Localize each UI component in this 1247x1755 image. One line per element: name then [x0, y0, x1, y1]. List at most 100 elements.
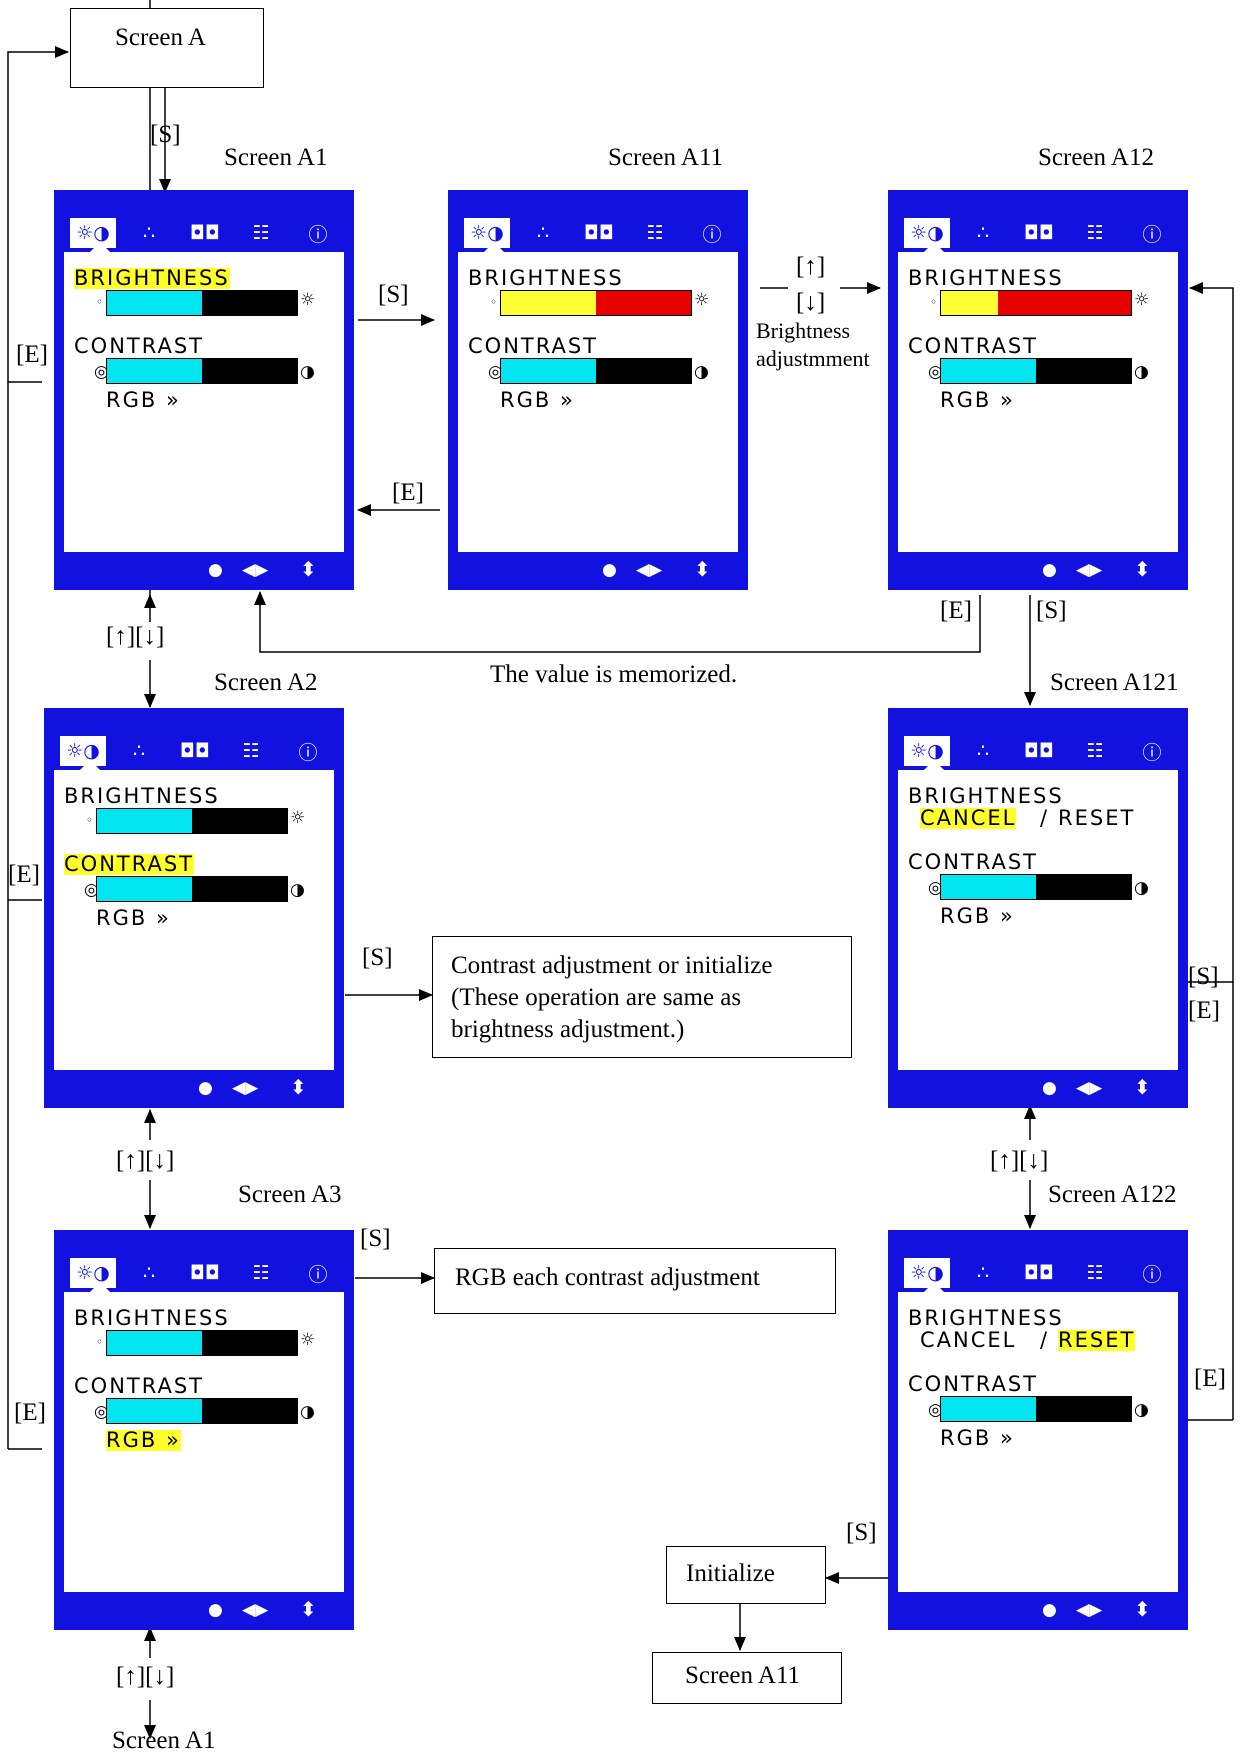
size-position-icon[interactable]: ◘◘	[179, 740, 211, 762]
rgb-submenu-link[interactable]: RGB »	[940, 388, 1015, 412]
contrast-label[interactable]: CONTRAST	[908, 850, 1038, 874]
info-icon[interactable]: ⓘ	[298, 741, 318, 764]
brightness-slider-fill	[941, 291, 998, 315]
selected-tab-notch	[79, 760, 101, 771]
brightness-contrast-icon[interactable]: ☼◑	[904, 736, 950, 766]
contrast-label[interactable]: CONTRAST	[908, 334, 1038, 358]
contrast-label[interactable]: CONTRAST	[74, 334, 204, 358]
size-position-icon[interactable]: ◘◘	[189, 1262, 221, 1284]
info-icon[interactable]: ⓘ	[308, 223, 328, 246]
screen-a121-label: Screen A121	[1050, 669, 1179, 696]
screen-a2-label: Screen A2	[214, 669, 318, 696]
key-s-right: [S]	[1188, 963, 1219, 990]
color-icon[interactable]: ∴	[132, 740, 146, 762]
rgb-submenu-link[interactable]: RGB »	[940, 904, 1015, 928]
footer-select-icon: ●	[208, 1600, 223, 1620]
brightness-label[interactable]: BRIGHTNESS	[908, 266, 1064, 290]
contrast-low-icon: ◎	[928, 362, 943, 382]
info-icon[interactable]: ⓘ	[308, 1263, 328, 1286]
info-icon[interactable]: ⓘ	[702, 223, 722, 246]
contrast-low-icon: ◎	[928, 1400, 943, 1420]
tools-icon[interactable]: ☷	[242, 740, 260, 762]
contrast-slider	[940, 1396, 1132, 1422]
footer-up-down-icon: ⬍	[1134, 1597, 1151, 1621]
contrast-box-line-3: brightness adjustment.)	[451, 1016, 685, 1043]
memorized-label: The value is memorized.	[490, 661, 738, 688]
initialize-box: Initialize	[666, 1546, 826, 1604]
color-icon[interactable]: ∴	[142, 1262, 156, 1284]
contrast-slider-rest	[202, 359, 297, 383]
size-position-icon[interactable]: ◘◘	[1023, 222, 1055, 244]
cancel-option[interactable]: CANCEL	[920, 1328, 1017, 1352]
contrast-slider-rest	[596, 359, 691, 383]
brightness-label[interactable]: BRIGHTNESS	[908, 784, 1064, 808]
key-e-a11-a1: [E]	[392, 479, 424, 506]
color-icon[interactable]: ∴	[976, 1262, 990, 1284]
color-icon[interactable]: ∴	[536, 222, 550, 244]
brightness-high-icon: ☼	[300, 290, 316, 310]
brightness-slider	[940, 290, 1132, 316]
reset-option[interactable]: RESET	[1058, 806, 1136, 830]
brightness-label[interactable]: BRIGHTNESS	[908, 1306, 1064, 1330]
contrast-slider-rest	[1036, 1397, 1131, 1421]
footer-left-right-icon: ◀▶	[232, 1078, 259, 1098]
cancel-option[interactable]: CANCEL	[920, 806, 1017, 830]
key-s-a3-box: [S]	[360, 1225, 391, 1252]
brightness-high-icon: ☼	[694, 290, 710, 310]
contrast-slider	[106, 1398, 298, 1424]
rgb-submenu-link[interactable]: RGB »	[106, 388, 181, 412]
contrast-label[interactable]: CONTRAST	[64, 852, 194, 876]
color-icon[interactable]: ∴	[976, 740, 990, 762]
osd-footer: ●◀▶⬍	[888, 552, 1188, 590]
key-e-left-2: [E]	[8, 861, 40, 888]
tools-icon[interactable]: ☷	[1086, 740, 1104, 762]
brightness-label[interactable]: BRIGHTNESS	[74, 1306, 230, 1330]
brightness-slider	[106, 1330, 298, 1356]
color-icon[interactable]: ∴	[976, 222, 990, 244]
rgb-submenu-link[interactable]: RGB »	[940, 1426, 1015, 1450]
screen-a1-bottom-label: Screen A1	[112, 1727, 216, 1754]
contrast-label[interactable]: CONTRAST	[74, 1374, 204, 1398]
color-icon[interactable]: ∴	[142, 222, 156, 244]
contrast-label[interactable]: CONTRAST	[468, 334, 598, 358]
brightness-slider-rest	[192, 809, 287, 833]
info-icon[interactable]: ⓘ	[1142, 741, 1162, 764]
screen-a12-label: Screen A12	[1038, 144, 1154, 171]
contrast-slider	[106, 358, 298, 384]
contrast-slider	[940, 358, 1132, 384]
tools-icon[interactable]: ☷	[1086, 1262, 1104, 1284]
info-icon[interactable]: ⓘ	[1142, 1263, 1162, 1286]
brightness-label[interactable]: BRIGHTNESS	[74, 266, 230, 290]
brightness-label[interactable]: BRIGHTNESS	[64, 784, 220, 808]
brightness-slider-rest	[596, 291, 691, 315]
rgb-submenu-link[interactable]: RGB »	[106, 1428, 181, 1452]
contrast-slider-fill	[107, 359, 202, 383]
size-position-icon[interactable]: ◘◘	[189, 222, 221, 244]
brightness-slider-fill	[107, 291, 202, 315]
info-icon[interactable]: ⓘ	[1142, 223, 1162, 246]
tools-icon[interactable]: ☷	[1086, 222, 1104, 244]
tools-icon[interactable]: ☷	[252, 1262, 270, 1284]
size-position-icon[interactable]: ◘◘	[583, 222, 615, 244]
osd-footer: ●◀▶⬍	[448, 552, 748, 590]
key-s-a-a1: [S]	[150, 121, 181, 148]
size-position-icon[interactable]: ◘◘	[1023, 740, 1055, 762]
contrast-slider-rest	[202, 1399, 297, 1423]
footer-up-down-icon: ⬍	[1134, 1075, 1151, 1099]
osd-panel: BRIGHTNESS◦☼CONTRAST◎◑RGB »	[898, 252, 1178, 552]
rgb-submenu-link[interactable]: RGB »	[96, 906, 171, 930]
tools-icon[interactable]: ☷	[646, 222, 664, 244]
brightness-slider-fill	[501, 291, 596, 315]
size-position-icon[interactable]: ◘◘	[1023, 1262, 1055, 1284]
key-e-left-1: [E]	[16, 341, 48, 368]
tab-strip: ☼◑∴◘◘☷ⓘ	[64, 218, 344, 252]
reset-option[interactable]: RESET	[1058, 1328, 1136, 1352]
tools-icon[interactable]: ☷	[252, 222, 270, 244]
brightness-label[interactable]: BRIGHTNESS	[468, 266, 624, 290]
contrast-label[interactable]: CONTRAST	[908, 1372, 1038, 1396]
rgb-submenu-link[interactable]: RGB »	[500, 388, 575, 412]
contrast-slider-rest	[1036, 875, 1131, 899]
